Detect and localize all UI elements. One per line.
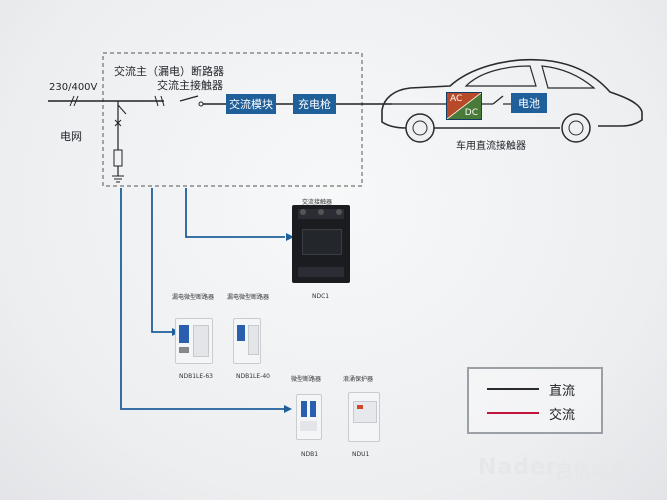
ac-module-box: 交流模块 [226,94,276,114]
rcbo63-model: NDB1LE-63 [179,373,213,380]
charger-gun-label: 充电枪 [298,98,331,111]
supply-voltage-label: 230/400V [49,82,98,93]
contactor-device [292,205,350,283]
rcbo40-model: NDB1LE-40 [236,373,270,380]
rear-wheel [561,113,591,143]
front-wheel [405,113,435,143]
legend-ac-line [487,412,539,414]
battery-box: 电池 [511,93,547,113]
rcbo40-device [233,318,261,364]
grid-label: 电网 [60,130,82,143]
contactor-model: NDC1 [312,293,330,300]
feeder-rcbo [151,188,172,333]
converter-ac-label: AC [450,94,463,104]
feeder-contactor [185,188,285,238]
surge-arrester-symbol [113,149,123,167]
brand-logo-cn: 良信电器 [555,462,627,483]
rcbo63-title: 漏电微型断路器 [172,294,215,301]
main-breaker-label: 交流主（漏电）断路器 [114,65,224,78]
mcb-device [296,394,322,440]
legend-dc-label: 直流 [549,384,576,399]
legend: 直流 交流 [467,367,603,434]
car-contactor-label: 车用直流接触器 [456,141,526,152]
rcbo40-title: 漏电微型断路器 [227,294,270,301]
cabinet-enclosure [102,52,363,187]
legend-ac-label: 交流 [549,408,576,423]
mcb-title: 微型断路器 [291,376,322,383]
brand-logo: Nader [478,455,558,480]
mcb-model: NDB1 [301,451,319,458]
ac-module-label: 交流模块 [229,98,273,111]
converter-dc-label: DC [464,108,478,118]
main-breaker-switch [117,104,127,115]
spd-title: 浪涌保护器 [343,376,374,383]
battery-label: 电池 [518,97,540,110]
acdc-converter: AC DC [446,92,482,120]
rcbo63-device [175,318,213,364]
spd-device [348,392,380,442]
charger-gun-box: 充电枪 [293,94,336,114]
spd-model: NDU1 [352,451,370,458]
contactor-title: 交流接触器 [302,199,333,206]
feeder-mcb [120,188,284,410]
main-contactor-label: 交流主接触器 [157,79,223,92]
legend-dc-line [487,388,539,390]
car-outline [381,58,643,129]
